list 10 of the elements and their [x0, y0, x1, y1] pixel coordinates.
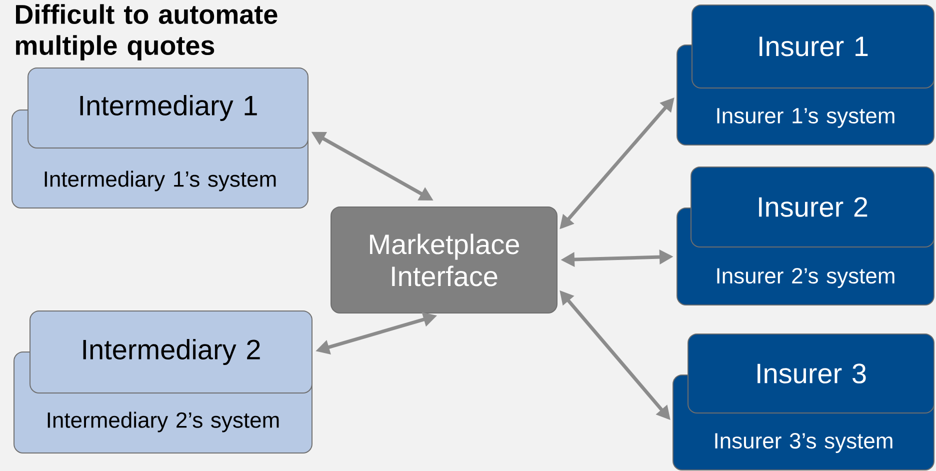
insurer-box: Insurer 3 [688, 334, 935, 414]
node-label: Insurer 3’s system [715, 433, 892, 453]
title: Difficult to automate multiple quotes [16, 4, 278, 60]
node-label: Insurer 2’s system [717, 268, 894, 288]
marketplace-box: Marketplace Interface [330, 206, 558, 314]
insurer-box: Insurer 1 [692, 4, 935, 88]
intermediary-box: Intermediary 1 [28, 68, 308, 148]
intermediary-box: Intermediary 2 [30, 310, 312, 394]
insurer-box: Insurer 2 [690, 166, 935, 248]
node-label: Insurer 1’s system [717, 108, 894, 128]
